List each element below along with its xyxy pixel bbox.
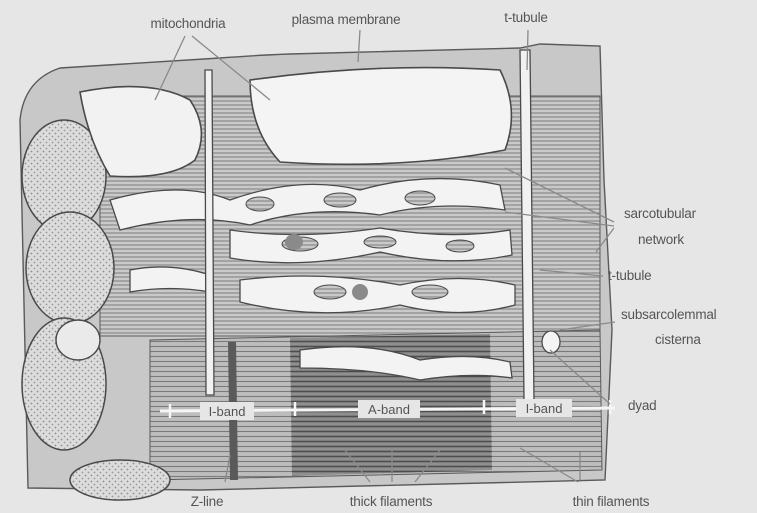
- myofibril-cross-section-4: [70, 460, 170, 500]
- label-thick-filaments: thick filaments: [350, 494, 433, 509]
- label-sarcotubular: sarcotubular: [624, 206, 697, 221]
- label-mitochondria: mitochondria: [151, 16, 227, 31]
- label-t-tubule-top: t-tubule: [504, 10, 547, 25]
- label-network: network: [638, 232, 684, 247]
- label-i-band-right: I-band: [526, 401, 563, 416]
- label-dyad: dyad: [628, 398, 656, 413]
- label-i-band-left: I-band: [209, 404, 246, 419]
- dark-pore-2: [352, 284, 368, 300]
- label-plasma-membrane: plasma membrane: [292, 12, 401, 27]
- dark-pore-1: [285, 234, 303, 250]
- label-a-band: A-band: [368, 402, 410, 417]
- t-tubule-left: [205, 70, 214, 395]
- label-subsarcolemmal: subsarcolemmal: [621, 307, 717, 322]
- mitochondrion-small: [56, 320, 100, 360]
- label-thin-filaments: thin filaments: [573, 494, 650, 509]
- label-z-line: Z-line: [191, 494, 224, 509]
- myofibril-cross-section-2: [26, 212, 114, 324]
- subsarcolemmal-cisterna-shape: [542, 331, 560, 353]
- mitochondrion-large: [250, 68, 511, 165]
- label-t-tubule-side: t-tubule: [608, 268, 651, 283]
- label-cisterna: cisterna: [655, 332, 701, 347]
